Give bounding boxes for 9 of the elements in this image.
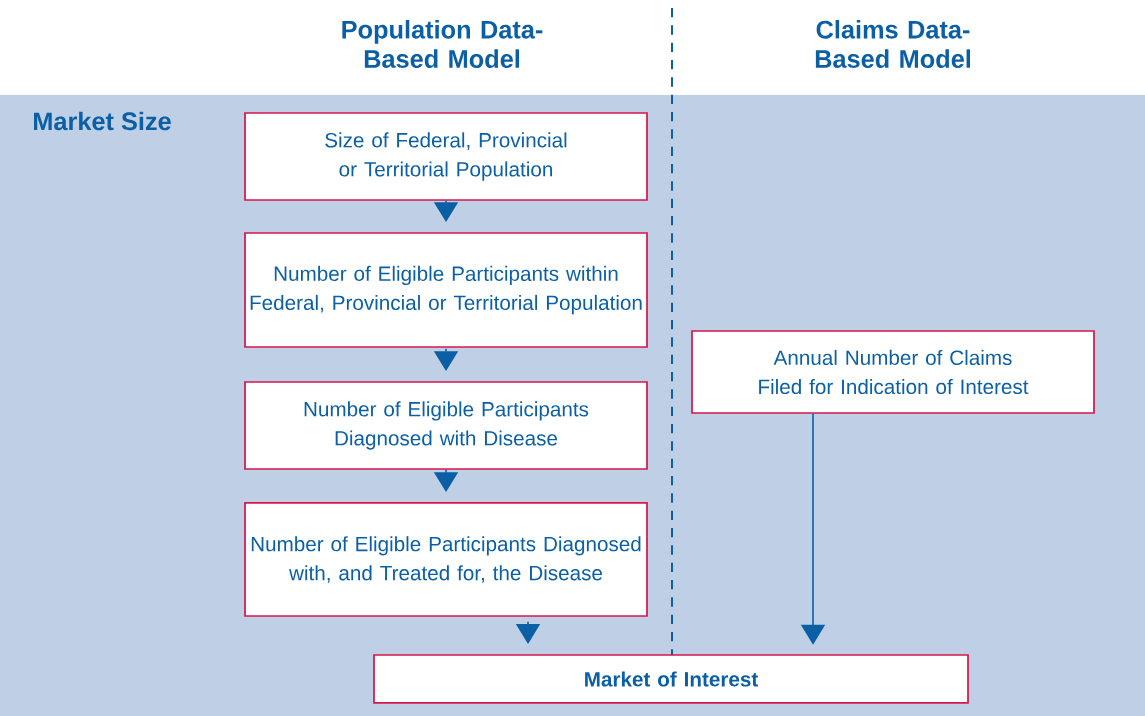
column-heading: Population Data-Based Model xyxy=(342,20,543,68)
process-box: Market of Interest xyxy=(373,654,969,704)
process-box: Number of Eligible Participants Diagnosed with Disease xyxy=(244,381,648,470)
process-box: Number of Eligible Participants within Federal, Provincial or Territorial Population xyxy=(244,232,648,348)
process-box: Number of Eligible Participants Diagnosed with, and Treated for, the Disease xyxy=(244,502,648,617)
row-heading: Market Size xyxy=(34,111,171,131)
process-box: Annual Number of Claims Filed for Indication of Interest xyxy=(691,330,1095,414)
column-heading: Claims Data-Based Model xyxy=(815,20,971,68)
process-box: Size of Federal, Provincial or Territorial Population xyxy=(244,112,648,201)
